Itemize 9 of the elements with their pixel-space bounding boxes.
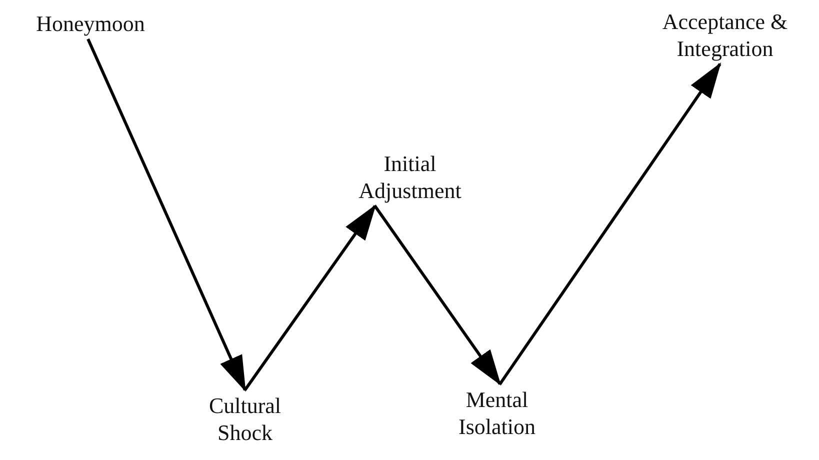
stage-label: Honeymoon	[8, 10, 173, 37]
stage-label: Mental Isolation	[437, 386, 557, 440]
stage-label: Acceptance & Integration	[630, 8, 819, 62]
arrow	[244, 204, 376, 391]
stage-label: Initial Adjustment	[345, 150, 475, 204]
arrow	[498, 62, 722, 385]
arrow	[86, 38, 246, 392]
stage-label: Cultural Shock	[185, 392, 305, 446]
arrow	[374, 205, 502, 386]
